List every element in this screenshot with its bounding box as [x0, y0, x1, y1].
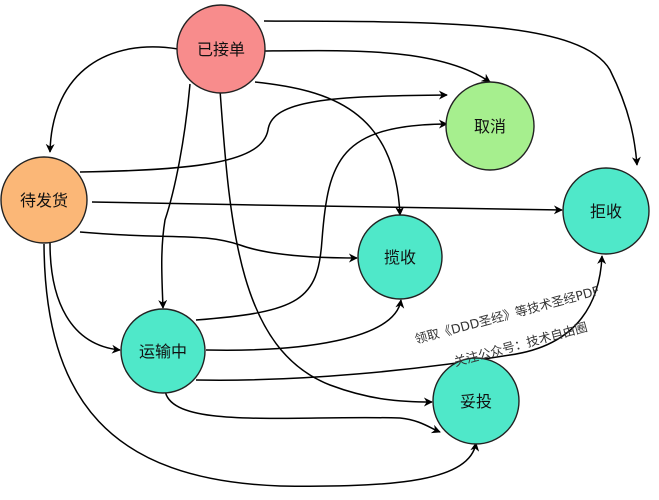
node-cancelled[interactable]: 取消 [445, 81, 535, 171]
edge-pending-to-signed [79, 231, 358, 263]
node-delivered-label: 妥投 [460, 392, 492, 411]
node-delivered-circle [432, 357, 520, 445]
node-accepted[interactable]: 已接单 [176, 4, 266, 94]
edge-accepted-to-signed [254, 81, 405, 216]
node-signed-label: 揽收 [384, 248, 416, 267]
edges [43, 20, 641, 488]
node-in-transit[interactable]: 运输中 [120, 308, 206, 394]
node-accepted-circle [176, 4, 266, 94]
node-in-transit-circle [120, 308, 206, 394]
watermark: 领取《DDD圣经》等技术圣经PDF 关注公众号：技术自由圈 [413, 283, 601, 369]
edge-accepted-to-cancelled [264, 49, 491, 83]
edge-transit-to-signed [205, 299, 405, 351]
node-rejected-circle [562, 167, 650, 255]
node-in-transit-label: 运输中 [139, 342, 187, 361]
edge-accepted-to-delivered [219, 89, 433, 407]
edge-transit-to-delivered [164, 389, 441, 434]
node-delivered[interactable]: 妥投 [432, 357, 520, 445]
edge-accepted-to-transit [158, 83, 191, 309]
node-signed[interactable]: 揽收 [357, 214, 443, 300]
edge-pending-to-cancelled [79, 90, 448, 173]
node-rejected[interactable]: 拒收 [562, 167, 650, 255]
node-cancelled-label: 取消 [474, 117, 506, 136]
node-pending-circle [0, 156, 88, 244]
node-accepted-label: 已接单 [197, 40, 245, 59]
node-rejected-label: 拒收 [590, 202, 622, 221]
edge-pending-to-transit [49, 242, 121, 354]
node-signed-circle [357, 214, 443, 300]
edge-pending-to-delivered [43, 243, 480, 488]
node-pending-label: 待发货 [20, 191, 68, 210]
edge-accepted-to-pending [45, 46, 179, 153]
node-pending[interactable]: 待发货 [0, 156, 88, 244]
node-cancelled-circle [445, 81, 535, 171]
edge-accepted-to-rejected [263, 20, 641, 166]
edge-transit-to-cancelled [195, 119, 448, 321]
edge-pending-to-rejected [91, 201, 563, 215]
